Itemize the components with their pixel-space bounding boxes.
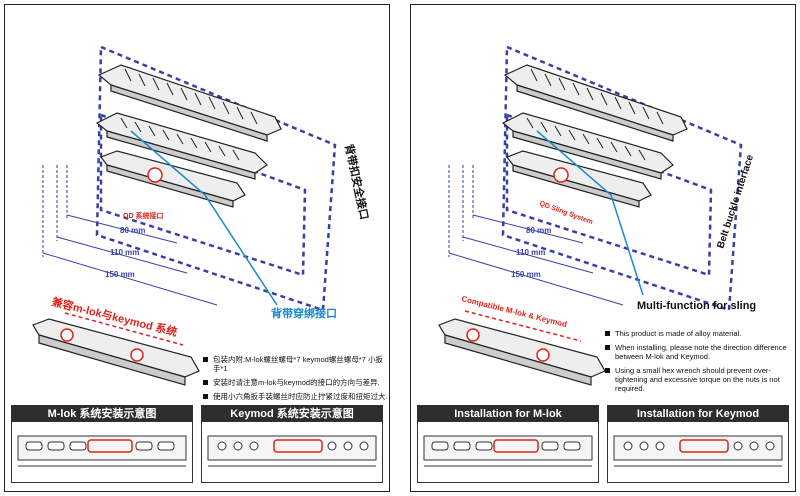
note-item: 包装内附:M-lok螺丝螺母*7 keymod螺丝螺母*7 小扳手*1	[203, 355, 389, 373]
dim-80: 80 mm	[120, 226, 145, 235]
install-keymod-header: Keymod 系统安装示意图	[201, 405, 383, 423]
note-item: This product is made of alloy material.	[605, 329, 791, 338]
dim-150: 150 mm	[105, 270, 135, 279]
sling-label: Multi-function for sling	[637, 300, 756, 312]
mount-highlight-icon	[87, 439, 133, 453]
qd-socket-icon	[553, 167, 569, 183]
rail-long	[97, 64, 282, 142]
install-mlok-header: Installation for M-lok	[417, 405, 599, 423]
vertical-label: Belt buckle interface	[715, 153, 756, 250]
rail-short	[100, 150, 246, 208]
sling-label: 背带穿绑接口	[271, 306, 337, 320]
qd-socket-icon	[147, 167, 163, 183]
dim-80: 80 mm	[526, 226, 551, 235]
rail-exploded-diagram: 80 mm 110 mm 150 mm QD 系统接口 背带扣安全接口 背带穿绑…	[32, 45, 372, 386]
note-item: Using a small hex wrench should prevent …	[605, 366, 791, 393]
mount-highlight-icon	[273, 439, 323, 453]
rail-compat	[32, 318, 200, 386]
install-keymod-header: Installation for Keymod	[607, 405, 789, 423]
rail-exploded-diagram: 80 mm 110 mm 150 mm QD Sling System Belt…	[438, 45, 756, 386]
install-mlok-header: M-lok 系统安装示意图	[11, 405, 193, 423]
notes-list: 包装内附:M-lok螺丝螺母*7 keymod螺丝螺母*7 小扳手*1 安装时请…	[203, 355, 389, 406]
dim-150: 150 mm	[511, 270, 541, 279]
dimension-lines	[42, 165, 218, 306]
panel-chinese: 80 mm 110 mm 150 mm QD 系统接口 背带扣安全接口 背带穿绑…	[4, 4, 390, 492]
install-keymod-diagram	[607, 421, 789, 483]
mount-highlight-icon	[493, 439, 539, 453]
note-item: 使用小六角扳手装螺丝时应防止拧紧过度和扭矩过大.	[203, 392, 389, 401]
vertical-label: 背带扣安全接口	[342, 143, 372, 221]
notes-list: This product is made of alloy material. …	[605, 329, 791, 398]
dim-110: 110 mm	[110, 248, 139, 257]
install-mlok-diagram	[417, 421, 599, 483]
sling-leader-line	[130, 130, 278, 306]
mount-highlight-icon	[679, 439, 729, 453]
install-keymod-diagram	[201, 421, 383, 483]
panel-english: 80 mm 110 mm 150 mm QD Sling System Belt…	[410, 4, 796, 492]
note-item: When installing, please note the directi…	[605, 343, 791, 361]
qd-label: QD Sling System	[538, 200, 593, 226]
qd-label: QD 系统接口	[123, 211, 163, 220]
install-mlok-diagram	[11, 421, 193, 483]
dim-110: 110 mm	[516, 248, 545, 257]
note-item: 安装时请注意m-lok与keymod的接口的方向与差异.	[203, 378, 389, 387]
